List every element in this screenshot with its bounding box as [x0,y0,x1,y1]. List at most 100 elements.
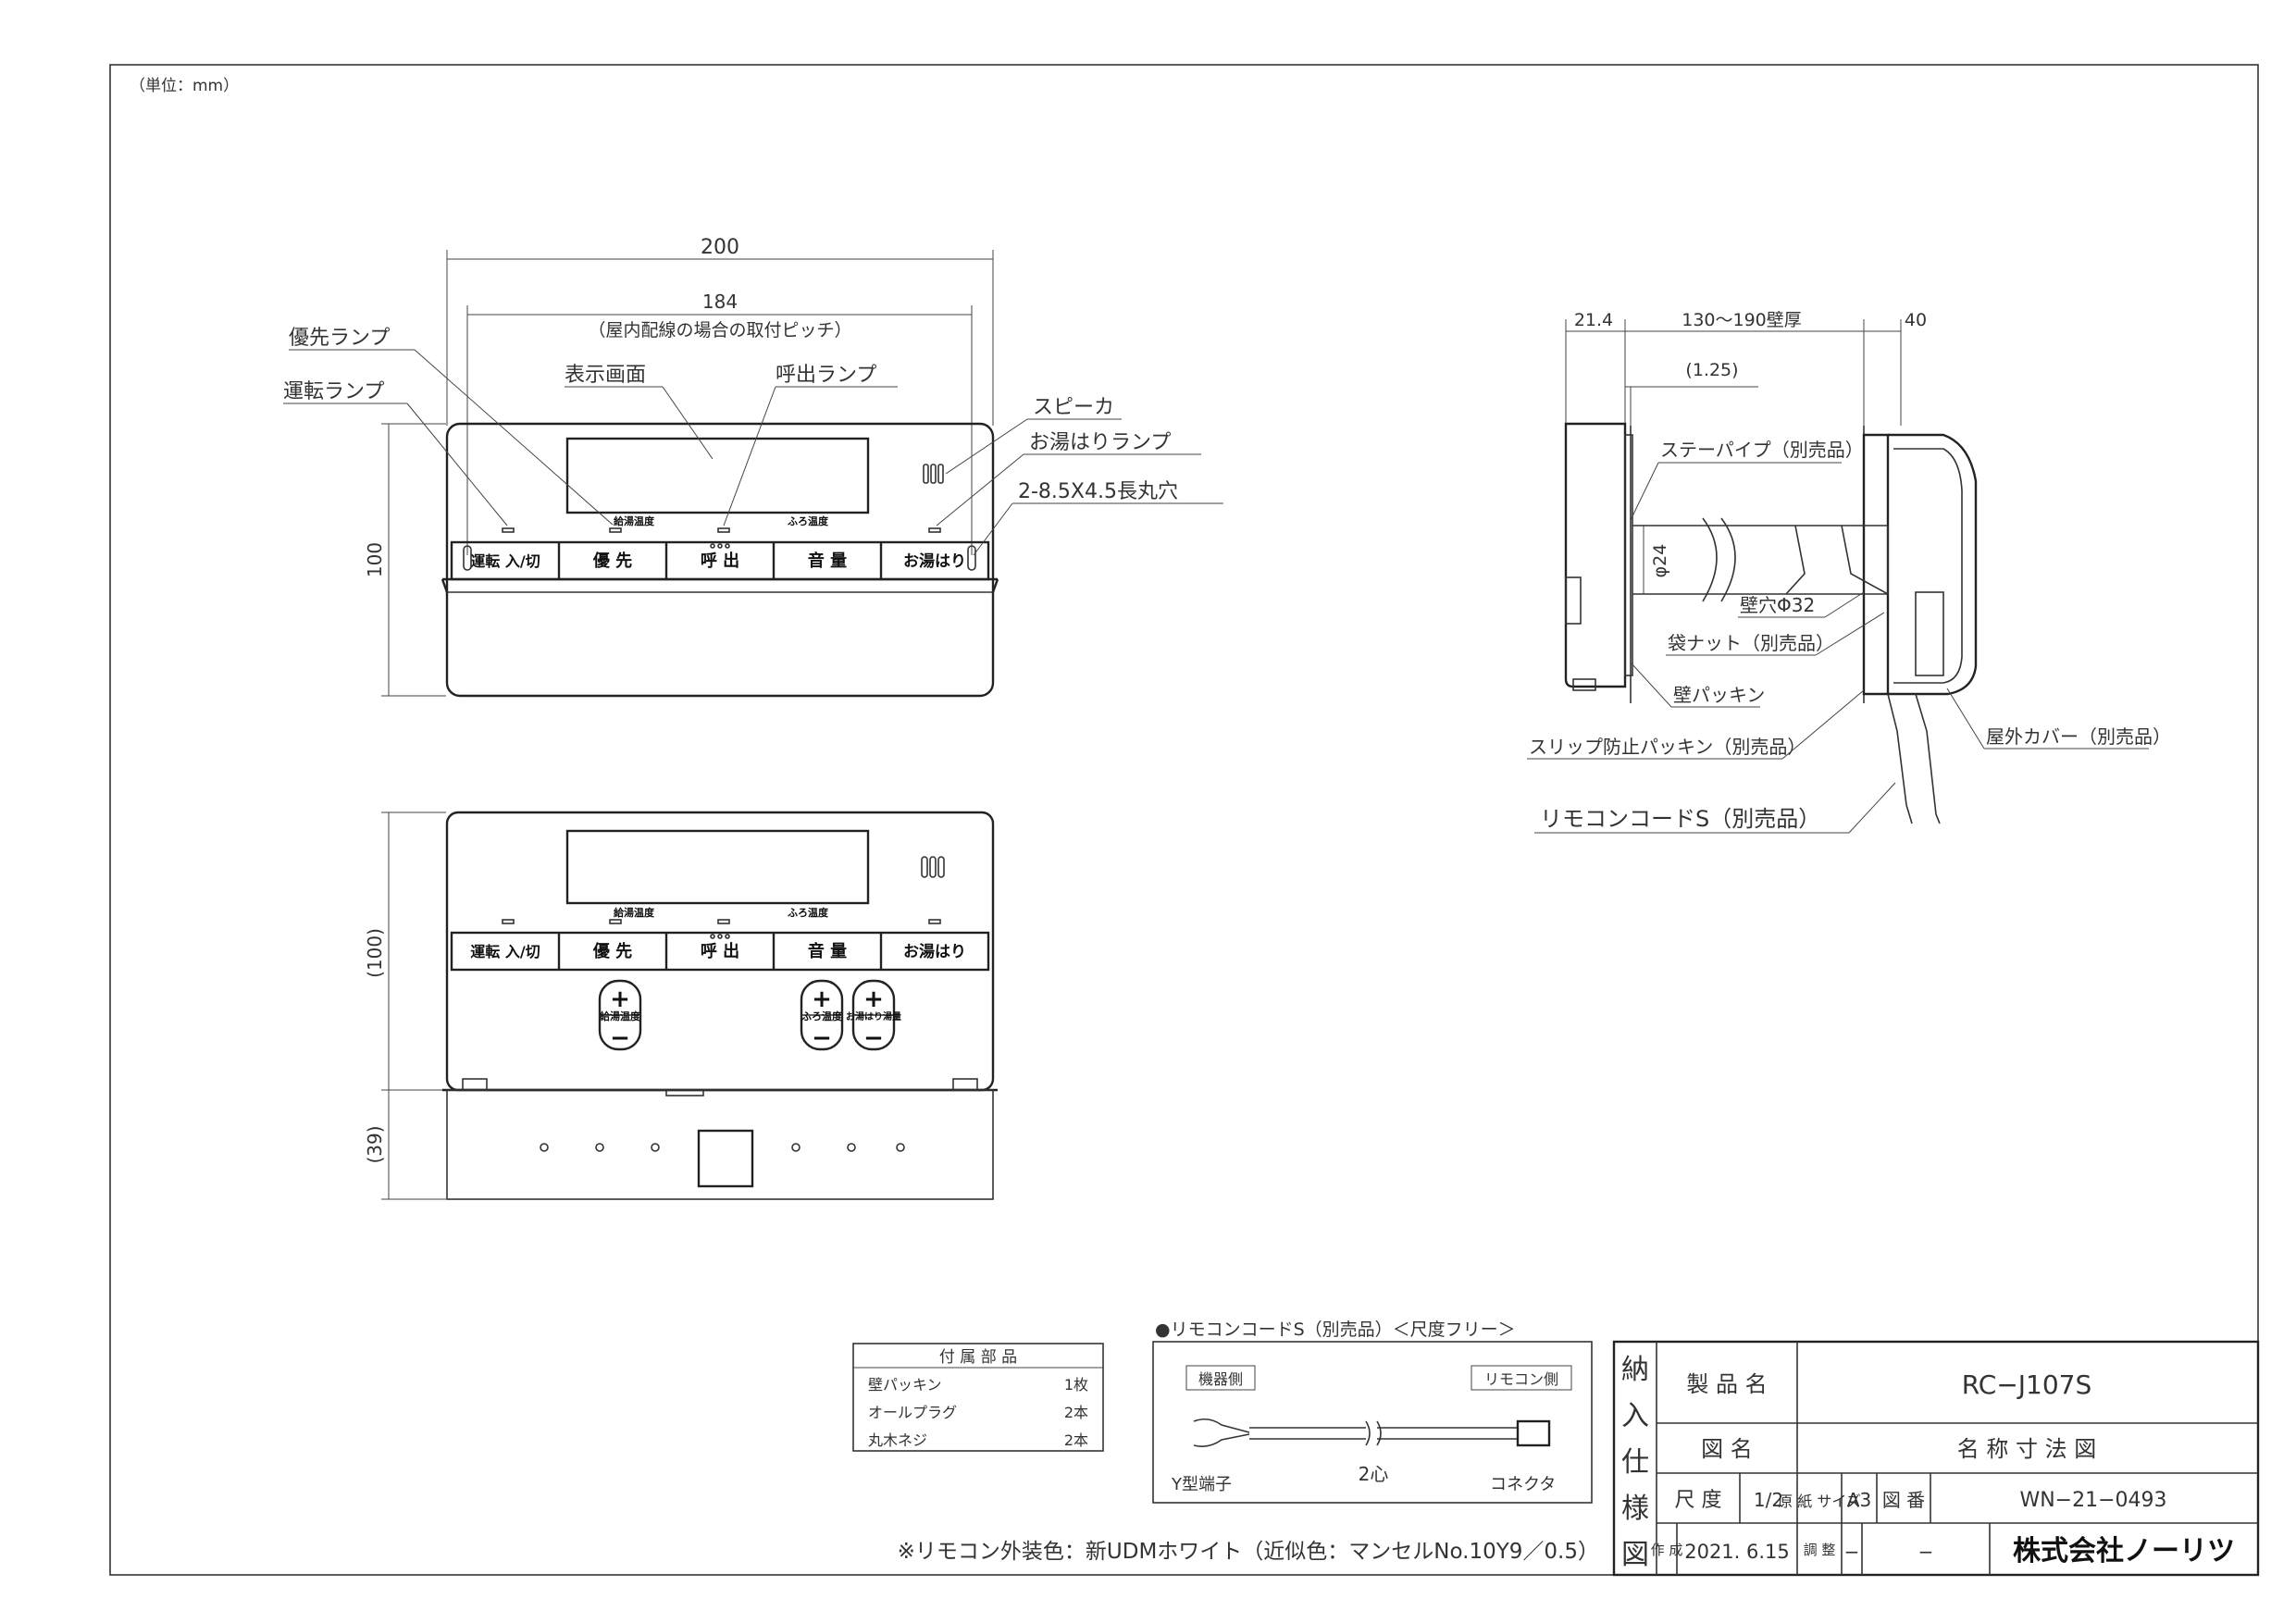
dim-184-note: （屋内配線の場合の取付ピッチ） [588,320,851,341]
scale-value: 1/2 [1754,1489,1783,1511]
unit-note: （単位：mm） [130,77,239,95]
plus-icon: + [812,985,832,1013]
device-side: 機器側 [1198,1370,1243,1388]
kyuto-temp-buttons[interactable]: + − [598,979,642,1052]
volume-button[interactable]: 音 量 [808,941,847,961]
accessory-name: 壁パッキン [868,1376,942,1394]
side-view: 21.4 130～190壁厚 40 (1.25) φ24 ステーパイプ（別売 [1527,310,2171,834]
front-view: 200 184 （屋内配線の場合の取付ピッチ） 100 給湯温度 ふろ温度 [283,236,1223,698]
y-terminal: Y型端子 [1171,1475,1232,1494]
drawing-label: 図 名 [1701,1436,1753,1462]
accessory-qty: 2本 [1064,1404,1088,1421]
accessories-table: 付 属 部 品 壁パッキン 1枚 オールプラグ 2本 丸木ネジ 2本 [852,1343,1104,1452]
lamp-label: 給湯温度 [614,906,655,919]
lower-cover [446,1089,994,1200]
phi24: φ24 [1650,544,1670,578]
dim-200: 200 [701,236,739,259]
label-yusen-lamp: 優先ランプ [289,327,390,350]
label-cord: リモコンコードS（別売品） [1540,806,1820,832]
temp-label: ふろ温度 [801,1010,843,1022]
label-oyuhari-lamp: お湯はりランプ [1029,431,1171,454]
outdoor-cover [1888,433,1978,696]
lamp-label: ふろ温度 [788,906,829,919]
call-button[interactable]: 呼 出 [701,941,739,961]
speaker-icon [923,464,944,484]
label-long-hole: 2-8.5X4.5長丸穴 [1018,480,1178,503]
dim-100-paren: (100) [364,928,386,978]
company-logo: 株式会社ノーリツ [2013,1535,2235,1567]
number-label: 図 番 [1882,1489,1925,1511]
label-stay-pipe: ステーパイプ（別売品） [1660,439,1864,461]
label-slip-packing: スリップ防止パッキン（別売品） [1529,736,1806,758]
dim-39: (39) [364,1125,386,1163]
front-body [445,422,995,698]
cord-title: ●リモコンコードS（別売品）＜尺度フリー＞ [1155,1319,1516,1340]
adjust-value: − [1844,1541,1860,1563]
title-block: 納 入 仕 様 図 製 品 名 RC−J107S 図 名 名 称 寸 法 図 尺… [1612,1340,2260,1577]
accessory-name: 丸木ネジ [868,1431,927,1449]
unten-button[interactable]: 運転 入/切 [470,943,540,960]
accessory-name: オールプラグ [868,1404,957,1421]
accessories-title: 付 属 部 品 [939,1348,1017,1367]
long-hole [967,545,976,571]
created-date: 2021. 6.15 [1684,1541,1790,1563]
accessory-qty: 2本 [1064,1431,1088,1449]
oyuhari-button[interactable]: お湯はり [903,943,966,961]
lamp-label: 給湯温度 [614,514,655,527]
drawing-name: 名 称 寸 法 図 [1957,1436,2097,1462]
accessory-qty: 1枚 [1064,1376,1088,1394]
temp-label: 給湯温度 [600,1010,641,1022]
yusen-button[interactable]: 優 先 [592,551,632,571]
adjust-label: 調 整 [1804,1542,1836,1558]
label-call-lamp: 呼出ランプ [776,364,876,387]
label-bag-nut: 袋ナット（別売品） [1668,632,1834,654]
created-label: 作 成 [1651,1542,1683,1558]
lamp-label: ふろ温度 [788,514,829,527]
unten-button[interactable]: 運転 入/切 [470,552,540,570]
speaker-icon [921,856,945,878]
side-label: 仕 [1621,1446,1649,1479]
screw-holes [540,1143,905,1152]
cord-window [697,1129,754,1188]
product-label: 製 品 名 [1686,1371,1767,1397]
open-view: (100) (39) 給湯温度 ふろ温度 運転 入/切 優 先 呼 出 音 量 … [364,811,998,1200]
volume-button[interactable]: 音 量 [808,551,847,571]
unten-lamp [502,527,515,533]
label-wall-packing: 壁パッキン [1673,684,1765,706]
open-display [565,829,870,905]
oyuhari-button[interactable]: お湯はり [903,552,966,571]
plus-icon: + [610,985,630,1013]
yusen-button[interactable]: 優 先 [592,941,632,961]
plus-icon: + [863,985,884,1013]
label-display: 表示画面 [565,364,646,387]
side-label: 入 [1621,1400,1649,1432]
minus-icon: − [610,1024,630,1052]
product-name: RC−J107S [1962,1369,2092,1400]
call-lamp [717,527,730,533]
paper-label: 原 紙 サイズ [1778,1493,1861,1510]
side-label: 様 [1621,1493,1649,1525]
label-wall-hole: 壁穴Φ32 [1740,594,1815,616]
front-display [565,437,870,514]
label-speaker: スピーカ [1033,396,1114,419]
dim-40: 40 [1905,310,1927,330]
temp-label: お湯はり湯量 [846,1010,901,1022]
core-count: 2心 [1359,1463,1389,1485]
drawing-frame [109,64,2259,1576]
furo-temp-buttons[interactable]: + − [800,979,844,1052]
long-hole [463,545,472,571]
adjust-value-2: − [1918,1541,1934,1563]
button-row [450,931,990,972]
remote-side-body [1564,422,1627,688]
dim-100: 100 [364,542,386,577]
oyuhari-lamp [928,527,941,533]
remote-side: リモコン側 [1484,1370,1558,1388]
paper-size: A3 [1847,1489,1871,1511]
dim-1-25: (1.25) [1685,360,1738,380]
dim-184: 184 [702,291,738,313]
color-note: ※リモコン外装色：新UDMホワイト（近似色：マンセルNo.10Y9／0.5） [898,1540,1599,1564]
oyuhari-amount-buttons[interactable]: + − [851,979,896,1052]
side-label: 図 [1621,1539,1649,1571]
call-button[interactable]: 呼 出 [701,551,739,571]
